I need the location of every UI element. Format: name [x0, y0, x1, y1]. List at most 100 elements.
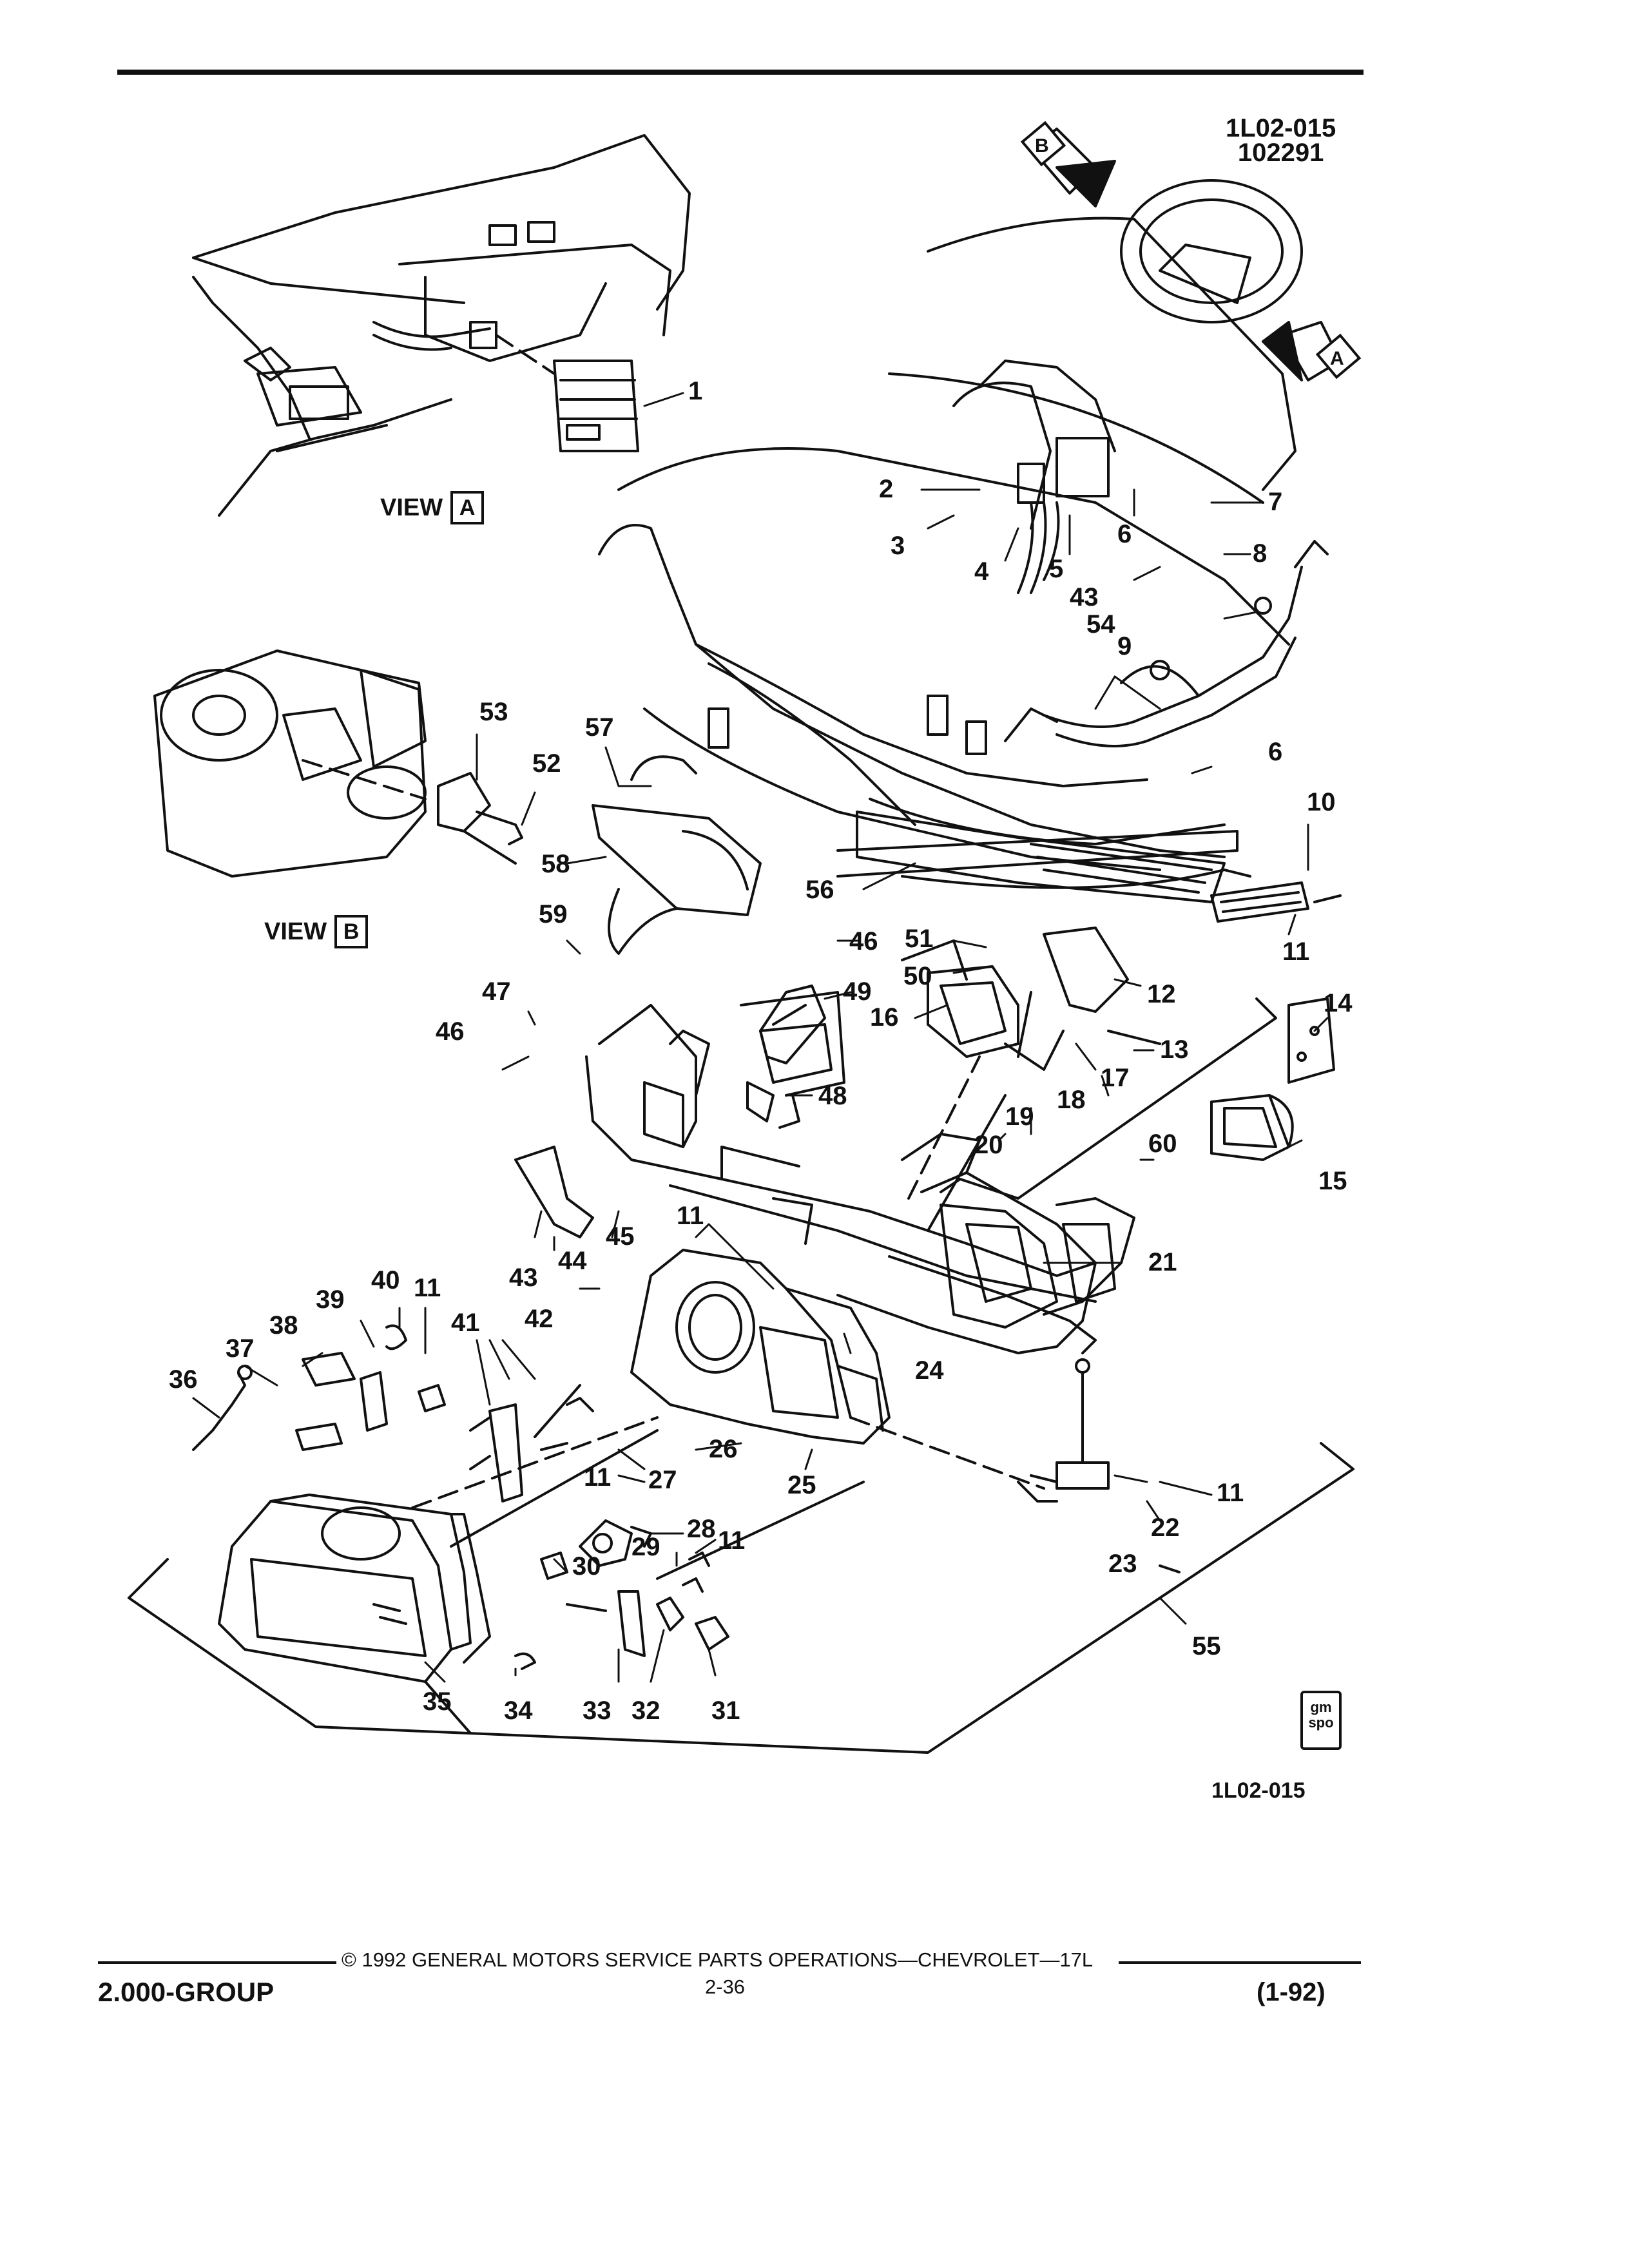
- callout-17: 17: [1101, 1064, 1130, 1092]
- drawing-code-line2: 102291: [1237, 139, 1324, 167]
- callout-21: 21: [1148, 1248, 1177, 1276]
- callout-20: 20: [974, 1131, 1003, 1159]
- callout-39: 39: [316, 1285, 345, 1314]
- callout-37: 37: [226, 1334, 255, 1363]
- callout-1: 1: [688, 377, 702, 405]
- gm-spo-logo: gm spo: [1300, 1691, 1342, 1750]
- callout-29: 29: [631, 1533, 660, 1561]
- footer-page: 2-36: [705, 1975, 746, 1998]
- arrow-letter-boxes: B A: [1020, 120, 1362, 380]
- arrow-letter-b: B: [1035, 135, 1049, 157]
- footer-copyright: © 1992 GENERAL MOTORS SERVICE PARTS OPER…: [342, 1948, 1094, 1971]
- callout-11b: 11: [677, 1202, 704, 1230]
- callout-19: 19: [1005, 1102, 1034, 1131]
- callout-11e: 11: [1217, 1479, 1244, 1507]
- view-a-word: VIEW: [380, 494, 443, 521]
- drawing-code-line1: 1L02-015: [1226, 114, 1336, 142]
- footer-group: 2.000-GROUP: [98, 1977, 275, 2007]
- callout-5: 5: [1049, 555, 1063, 583]
- footer-date: (1-92): [1257, 1978, 1325, 2006]
- callout-6b: 6: [1268, 738, 1282, 766]
- callout-51: 51: [905, 925, 934, 953]
- callout-58: 58: [541, 850, 570, 878]
- top-rule: [117, 70, 1364, 75]
- view-a-label: VIEW A: [380, 491, 485, 524]
- callout-40: 40: [371, 1266, 400, 1294]
- figure-code: 1L02-015: [1211, 1778, 1306, 1803]
- steering-column-area: [888, 179, 1303, 594]
- callout-32: 32: [631, 1696, 660, 1725]
- callout-55: 55: [1192, 1632, 1221, 1660]
- callout-27: 27: [648, 1466, 677, 1494]
- badge-line2: spo: [1308, 1715, 1334, 1731]
- pivot-22-23: [849, 1358, 1110, 1503]
- callout-24: 24: [915, 1356, 944, 1385]
- leader-lines: [192, 392, 1329, 1683]
- view-a-dashboard: [192, 134, 691, 517]
- callout-35: 35: [423, 1687, 452, 1716]
- bracket-49: [746, 985, 826, 1122]
- callout-11d: 11: [584, 1463, 611, 1492]
- callout-60: 60: [1148, 1129, 1177, 1158]
- callout-16: 16: [870, 1003, 899, 1032]
- callout-28: 28: [687, 1515, 716, 1543]
- view-b-word: VIEW: [264, 918, 327, 945]
- wiring-harness: [598, 447, 1329, 889]
- panel-21: [888, 1255, 1097, 1354]
- callout-31: 31: [711, 1696, 740, 1725]
- callout-38: 38: [269, 1311, 298, 1340]
- callout-8: 8: [1253, 539, 1267, 568]
- callout-12: 12: [1147, 980, 1176, 1008]
- callout-50: 50: [903, 962, 932, 990]
- arrow-letter-a: A: [1330, 348, 1344, 369]
- callout-22: 22: [1151, 1514, 1180, 1542]
- footer-rule-left: [98, 1961, 336, 1964]
- callout-41: 41: [451, 1309, 480, 1337]
- callout-53: 53: [479, 698, 508, 726]
- view-a-letter: A: [450, 491, 485, 524]
- small-parts: [192, 1324, 865, 1670]
- callout-52: 52: [532, 749, 561, 778]
- callout-54: 54: [1086, 610, 1115, 639]
- callout-43b: 43: [509, 1264, 538, 1292]
- headlamp-housing: [630, 1249, 891, 1445]
- callout-4: 4: [974, 557, 989, 586]
- callout-36: 36: [169, 1365, 198, 1394]
- callout-2: 2: [879, 475, 893, 503]
- footer-rule-right: [1119, 1961, 1361, 1964]
- callout-42: 42: [525, 1305, 554, 1333]
- callout-13: 13: [1160, 1035, 1189, 1064]
- assembly-brackets: [128, 997, 1354, 1754]
- radiator-support: [585, 991, 1135, 1354]
- callout-11: 11: [1282, 937, 1309, 966]
- callout-57: 57: [585, 713, 614, 742]
- callout-33: 33: [583, 1696, 612, 1725]
- view-b-label: VIEW B: [264, 915, 369, 948]
- callout-44: 44: [558, 1247, 587, 1275]
- callout-14: 14: [1324, 989, 1353, 1017]
- callout-49: 49: [843, 977, 872, 1006]
- view-b-letter: B: [334, 915, 369, 948]
- callout-labels: 1 2 3 4 5 6 7 8 43 54 9 6 10 11 53 52 57…: [169, 377, 1353, 1725]
- callout-26: 26: [709, 1435, 738, 1463]
- headlamp-35: [218, 1429, 659, 1735]
- callout-46: 46: [849, 927, 878, 956]
- callout-46b: 46: [436, 1017, 465, 1046]
- callout-11c: 11: [414, 1274, 441, 1302]
- arrows: [1030, 128, 1342, 381]
- bracket-14-lamp-15: [1210, 997, 1335, 1161]
- callout-15: 15: [1318, 1167, 1347, 1195]
- view-b-heater-box: [153, 649, 523, 878]
- callout-48: 48: [818, 1082, 847, 1110]
- callout-43: 43: [1070, 583, 1099, 611]
- callout-11f: 11: [718, 1526, 745, 1555]
- callout-9: 9: [1117, 632, 1132, 660]
- grille-and-lamp: [592, 755, 1342, 955]
- callout-6: 6: [1117, 520, 1132, 548]
- callout-7: 7: [1268, 488, 1282, 516]
- callout-59: 59: [539, 900, 568, 928]
- callout-56: 56: [805, 876, 834, 904]
- callout-3: 3: [891, 532, 905, 560]
- callout-25: 25: [787, 1471, 816, 1499]
